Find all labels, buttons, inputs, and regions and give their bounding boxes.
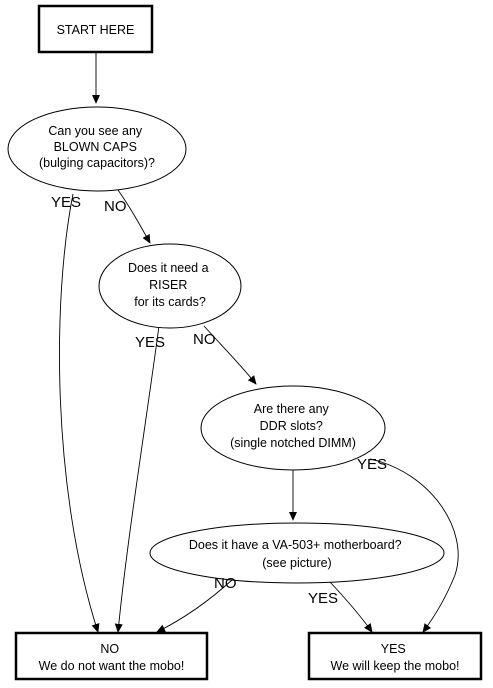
va503-line-1: Does it have a VA-503+ motherboard? — [189, 538, 402, 552]
va503-no-label: NO — [214, 575, 237, 592]
ddr-line-2: DDR slots? — [260, 419, 323, 433]
keep-line-1: YES — [381, 642, 406, 656]
svg-text:Does it need a RISER: Does it need a RISER for its cards? — [128, 261, 212, 309]
reject-line-2: We do not want the mobo! — [39, 659, 185, 673]
edge-blown-caps-yes — [59, 193, 100, 633]
va503-yes-label: YES — [308, 590, 338, 607]
va503-line-2: (see picture) — [262, 556, 331, 570]
edge-labels: YES NO YES NO YES NO YES — [51, 194, 387, 607]
riser-no-label: NO — [193, 331, 216, 348]
start-label: START HERE — [57, 23, 135, 37]
caps-no-label: NO — [104, 198, 127, 215]
svg-text:START HERE: START HERE — [57, 23, 135, 37]
blown-caps-line-3: (bulging capacitors)? — [39, 156, 155, 170]
reject-line-1: NO — [100, 642, 119, 656]
start-box: START HERE — [37, 4, 154, 54]
riser-line-2: RISER — [149, 278, 187, 292]
svg-text:NO We do not want the mo: NO We do not want the mobo! — [39, 642, 185, 673]
ddr-line-1: Are there any — [254, 402, 330, 416]
svg-text:Are there any DDR slots?: Are there any DDR slots? (single notched… — [230, 402, 356, 450]
blown-caps-question: Can you see any BLOWN CAPS (bulging capa… — [7, 106, 187, 192]
edge-ddr-yes — [369, 458, 459, 633]
blown-caps-line-2: BLOWN CAPS — [54, 140, 137, 154]
edge-va503-yes — [329, 581, 373, 633]
edge-blown-caps-no — [117, 189, 151, 244]
edge-riser-yes — [114, 325, 160, 633]
svg-text:Does it have a VA-503+ motherb: Does it have a VA-503+ motherboard? (see… — [189, 538, 405, 570]
keep-box: YES We will keep the mobo! — [307, 631, 483, 681]
ddr-yes-label: YES — [357, 456, 387, 473]
blown-caps-line-1: Can you see any — [48, 124, 143, 138]
va503-question: Does it have a VA-503+ motherboard? (see… — [149, 522, 445, 584]
caps-yes-label: YES — [51, 194, 81, 211]
svg-text:Can you see any BLOWN CA: Can you see any BLOWN CAPS (bulging capa… — [39, 124, 155, 170]
reject-box: NO We do not want the mobo! — [14, 631, 209, 681]
edge-riser-no — [203, 325, 257, 385]
riser-line-1: Does it need a — [128, 261, 209, 275]
edges — [59, 52, 459, 633]
riser-question: Does it need a RISER for its cards? — [98, 243, 242, 329]
riser-yes-label: YES — [135, 334, 165, 351]
svg-text:YES We will keep the mob: YES We will keep the mobo! — [331, 642, 460, 673]
keep-line-2: We will keep the mobo! — [331, 659, 460, 673]
edge-va503-no — [156, 579, 233, 633]
riser-line-3: for its cards? — [134, 295, 206, 309]
ddr-question: Are there any DDR slots? (single notched… — [200, 385, 386, 471]
ddr-line-3: (single notched DIMM) — [230, 436, 356, 450]
